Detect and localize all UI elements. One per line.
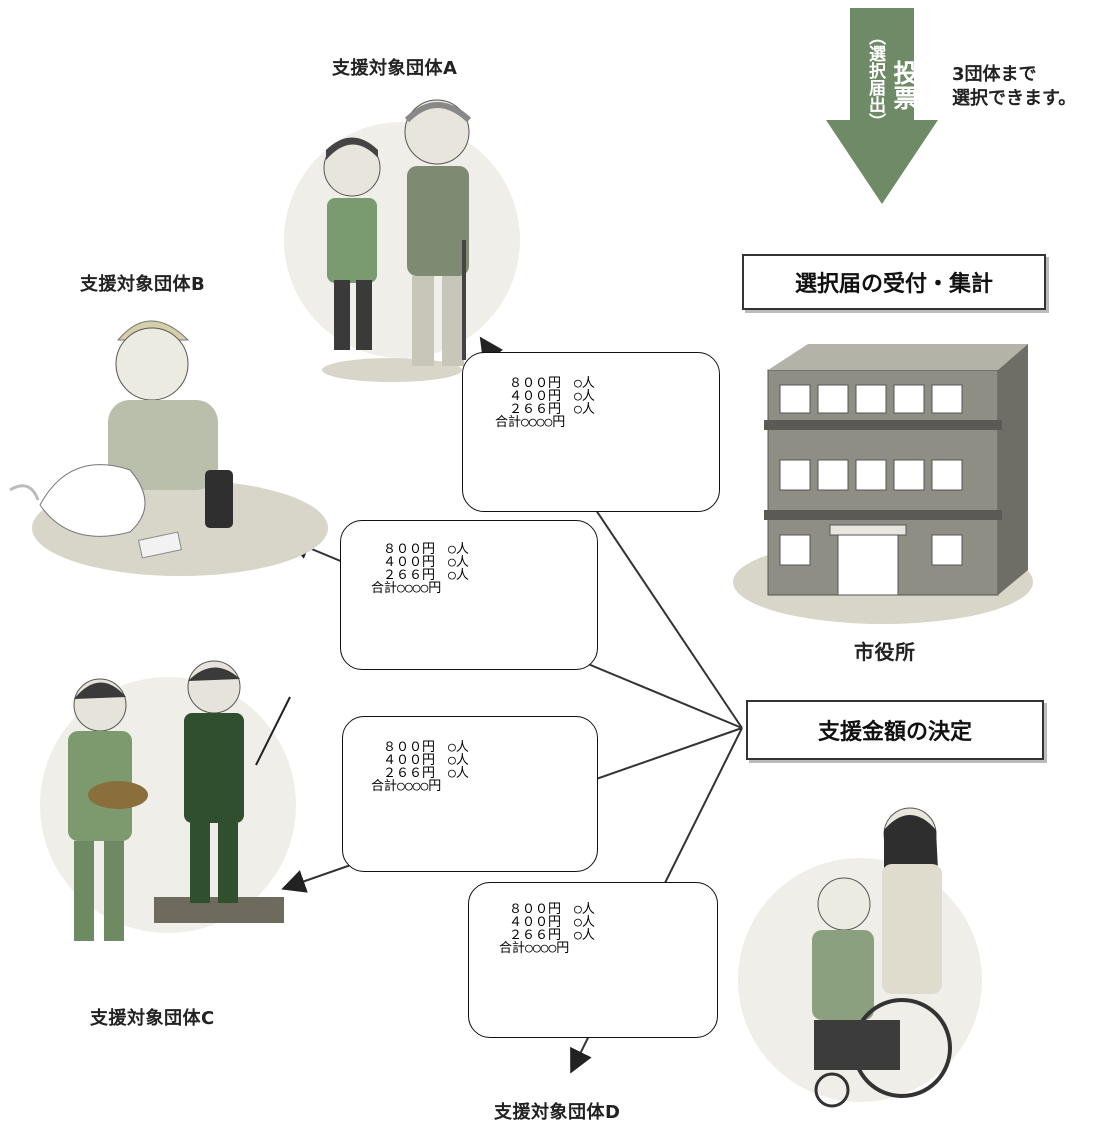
amount-line-266: ２６６円 ○人	[383, 766, 469, 781]
amount-line-400: ４００円 ○人	[509, 915, 595, 930]
amount-box-a: ８００円 ○人 ４００円 ○人 ２６６円 ○人 合計○○○○円	[462, 352, 720, 512]
amount-total: 合計○○○○円	[371, 779, 442, 794]
group-b-label: 支援対象団体B	[80, 274, 206, 295]
reception-title: 選択届の受付・集計	[742, 254, 1046, 310]
amount-line-266: ２６６円 ○人	[509, 928, 595, 943]
vote-arrow-main-label: 投票	[890, 60, 919, 110]
group-c-label: 支援対象団体C	[90, 1008, 215, 1029]
amount-box-b: ８００円 ○人 ４００円 ○人 ２６６円 ○人 合計○○○○円	[340, 520, 598, 670]
amount-line-800: ８００円 ○人	[383, 542, 469, 557]
group-c-illustration	[40, 660, 296, 941]
amount-line-800: ８００円 ○人	[509, 376, 595, 391]
amount-box-c: ８００円 ○人 ４００円 ○人 ２６６円 ○人 合計○○○○円	[342, 716, 598, 872]
group-a-illustration	[284, 99, 520, 382]
amount-line-800: ８００円 ○人	[383, 740, 469, 755]
group-a-label: 支援対象団体A	[332, 58, 458, 79]
city-hall-label: 市役所	[854, 640, 916, 664]
amount-total: 合計○○○○円	[499, 941, 570, 956]
amount-line-266: ２６６円 ○人	[509, 402, 595, 417]
amount-total: 合計○○○○円	[371, 581, 442, 596]
amount-line-400: ４００円 ○人	[509, 389, 595, 404]
amount-line-400: ４００円 ○人	[383, 555, 469, 570]
decision-title: 支援金額の決定	[746, 700, 1044, 760]
group-d-label: 支援対象団体D	[494, 1102, 621, 1123]
group-d-illustration	[738, 807, 982, 1108]
selection-note-line2: 選択できます。	[952, 88, 1077, 109]
vote-arrow	[826, 8, 938, 204]
amount-line-800: ８００円 ○人	[509, 902, 595, 917]
city-hall-building-icon	[733, 344, 1033, 624]
amount-box-d: ８００円 ○人 ４００円 ○人 ２６６円 ○人 合計○○○○円	[468, 882, 718, 1038]
amount-line-400: ４００円 ○人	[383, 753, 469, 768]
amount-line-266: ２６６円 ○人	[383, 568, 469, 583]
group-b-illustration	[9, 320, 328, 576]
vote-arrow-sub-label: （選択届出）	[865, 28, 885, 130]
amount-total: 合計○○○○円	[495, 415, 566, 430]
selection-note-line1: 3団体まで	[952, 64, 1037, 85]
